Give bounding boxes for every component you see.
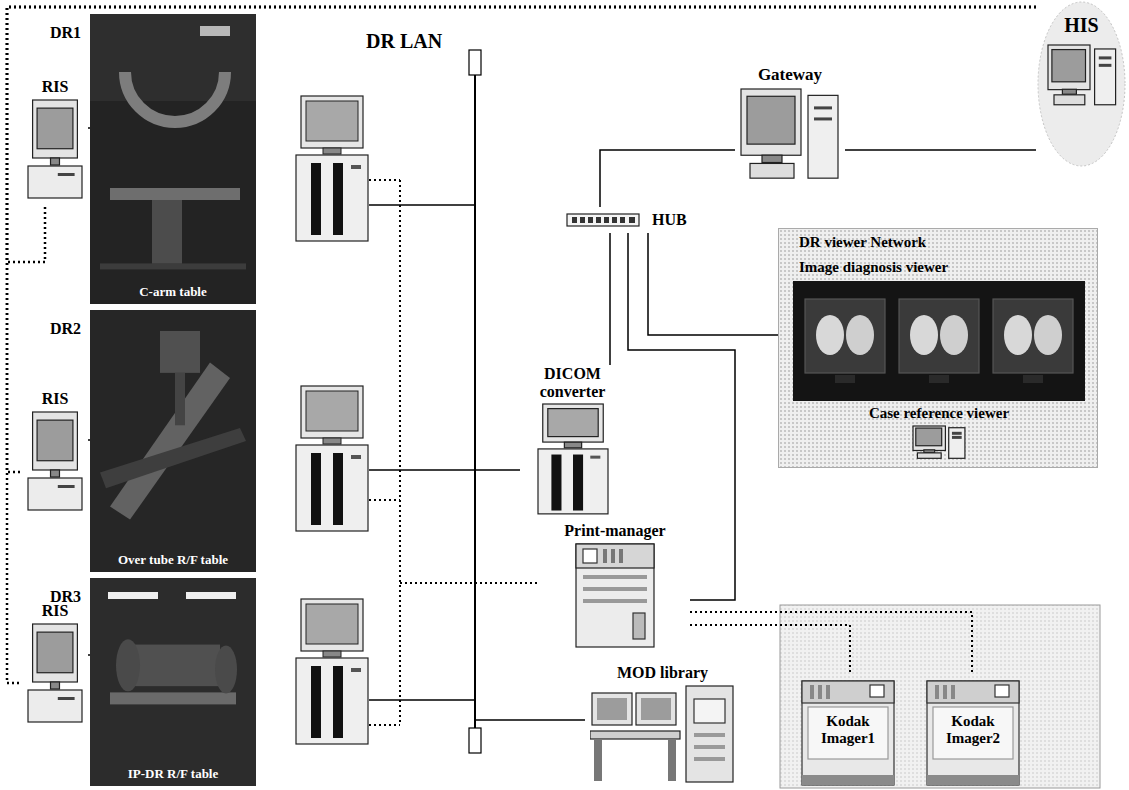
modality-photo-image — [90, 14, 256, 304]
viewer-network-panel: DR viewer NetworkImage diagnosis viewerC… — [778, 228, 1098, 468]
network-link — [88, 127, 90, 129]
laser-imager: Kodak Imager1 — [800, 675, 896, 787]
network-link — [88, 439, 90, 441]
room-label: DR1 — [50, 24, 81, 42]
device-icon — [27, 623, 83, 723]
dr-workstation — [296, 386, 368, 531]
node-label: Image diagnosis viewer — [799, 259, 948, 276]
node-label: Gateway — [758, 66, 822, 85]
device-icon — [590, 685, 735, 783]
computer-icon — [912, 425, 966, 459]
node-label: RIS — [42, 602, 69, 620]
device-icon — [27, 411, 83, 511]
gateway-computer: Gateway — [735, 66, 845, 188]
dr-workstation — [296, 599, 368, 744]
node-label: HUB — [652, 211, 687, 229]
device-icon — [740, 88, 840, 180]
network-link — [845, 149, 1036, 151]
lan-wires — [369, 205, 585, 720]
ris-terminal: RIS — [22, 390, 88, 518]
modality-photo-image — [90, 578, 256, 786]
modality-photo: DR3IP-DR R/F table — [90, 578, 256, 786]
device-icon — [27, 99, 83, 199]
ris-terminal: RIS — [22, 78, 88, 206]
case-viewer: Case reference viewer — [799, 405, 1079, 463]
photo-caption: Over tube R/F table — [90, 553, 256, 567]
node-label: Case reference viewer — [869, 405, 1009, 422]
lan-bus — [474, 75, 476, 728]
modality-photo: DR2Over tube R/F table — [90, 310, 256, 572]
dr-workstation — [296, 96, 368, 241]
hub-icon — [566, 213, 640, 227]
network-link — [690, 612, 972, 675]
bus-terminator — [469, 728, 481, 753]
computer-icon — [1047, 44, 1117, 106]
print-wires — [369, 180, 540, 725]
network-link — [600, 150, 735, 207]
laser-imager: Kodak Imager2 — [925, 675, 1021, 787]
bus-label: DR LAN — [366, 30, 442, 52]
node-label: HIS — [1036, 0, 1127, 36]
node-label: Kodak Imager2 — [935, 713, 1011, 746]
node-label: Kodak Imager1 — [810, 713, 886, 746]
device-icon — [575, 543, 655, 648]
node-label: MOD library — [617, 664, 708, 682]
network-link — [648, 233, 778, 335]
photo-caption: IP-DR R/F table — [90, 767, 256, 781]
node-label: RIS — [42, 78, 69, 96]
mod-library: MOD library — [585, 664, 740, 786]
print-manager: Print-manager — [540, 522, 690, 658]
modality-photo-image — [90, 310, 256, 572]
modality-photo: DR1C-arm table — [90, 14, 256, 304]
viewer-photo: Image diagnosis viewer — [793, 281, 1085, 401]
device-icon — [537, 403, 609, 515]
panel-heading: DR viewer Network — [779, 229, 1097, 251]
node-label: RIS — [42, 390, 69, 408]
node-label: Print-manager — [564, 522, 665, 540]
ris-terminal: RIS — [22, 602, 88, 730]
dicom-converter: DICOM converter — [520, 365, 625, 519]
bus-terminator — [469, 50, 481, 75]
viewer-photo-image — [793, 281, 1085, 401]
network-link — [690, 625, 850, 675]
imager-group-box — [780, 605, 1100, 788]
node-label: DICOM converter — [520, 365, 625, 400]
his-system: HIS — [1036, 0, 1127, 168]
network-link — [88, 654, 90, 656]
photo-caption: C-arm table — [90, 285, 256, 299]
network-link — [609, 233, 611, 365]
network-hub: HUB — [566, 207, 692, 233]
room-label: DR2 — [50, 320, 81, 338]
